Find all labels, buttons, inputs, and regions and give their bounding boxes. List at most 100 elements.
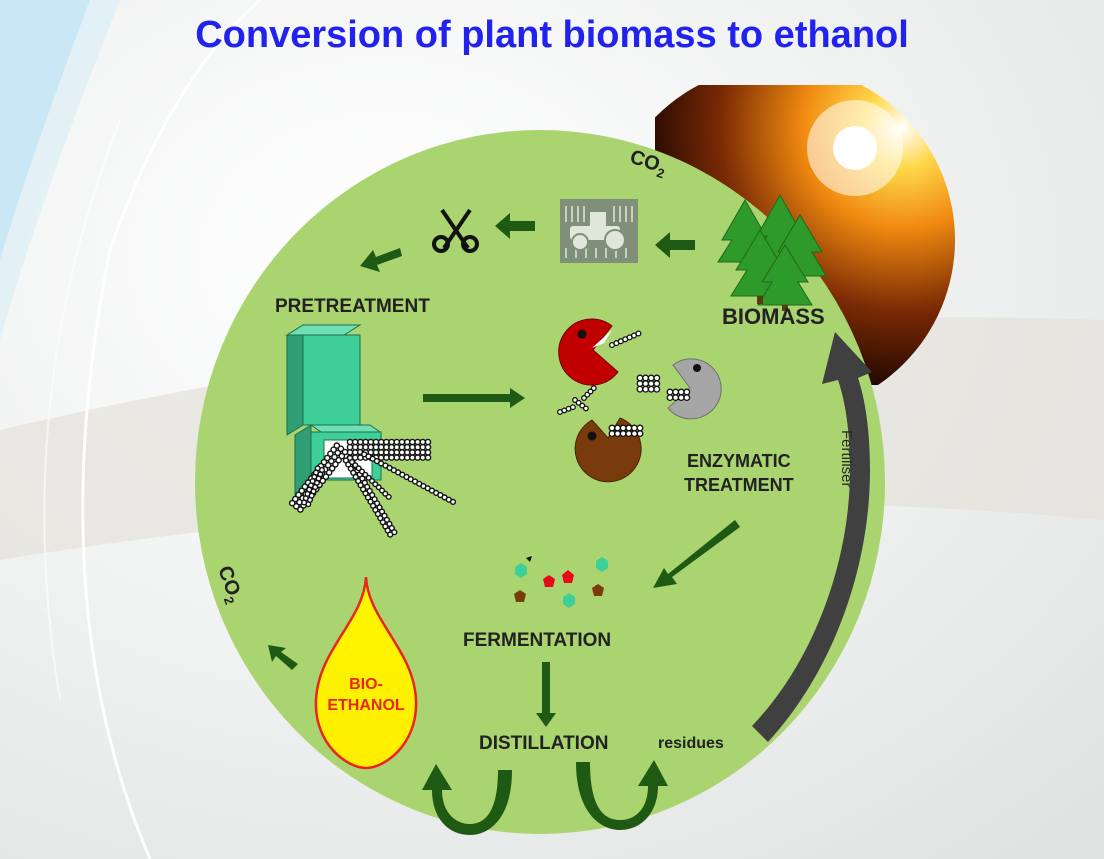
fiber-bead <box>683 388 691 396</box>
fiber-bead <box>377 438 385 446</box>
fiber-bead <box>393 438 401 446</box>
fiber-bead <box>630 430 638 438</box>
fiber-bead <box>642 385 650 393</box>
fiber-bead <box>424 449 432 456</box>
fiber-bead <box>653 385 661 393</box>
enzyme-substrate <box>557 330 691 438</box>
fiber-bead <box>642 380 650 388</box>
fiber-bead <box>647 380 655 388</box>
fiber-bead <box>372 443 380 451</box>
fiber-bead <box>653 380 661 388</box>
fiber-bead <box>630 424 638 432</box>
fiber-bead <box>414 438 421 446</box>
fiber-bead <box>419 438 427 446</box>
fiber-bead <box>357 438 364 446</box>
arrow-fermentation-to-distillation <box>536 662 556 727</box>
fiber-bead <box>424 454 432 461</box>
fiber-bead <box>419 454 427 461</box>
fiber-bead <box>297 506 304 513</box>
fiber-bead <box>388 449 395 456</box>
fiber-bead <box>383 454 390 461</box>
fiber-bead <box>377 443 385 451</box>
fiber-bead <box>333 442 341 449</box>
fiber-bead <box>328 465 336 472</box>
fiber-bead <box>325 469 333 476</box>
fertiliser-label-group: Fertiliser <box>838 430 855 488</box>
fiber-bead <box>346 443 354 451</box>
fiber-bead <box>403 443 411 451</box>
fiber-bead <box>383 438 390 446</box>
fiber-bead <box>292 502 300 510</box>
fiber-bead <box>672 388 680 396</box>
fiber-bead <box>332 460 339 468</box>
fiber-bead <box>393 449 401 456</box>
fiber-bead <box>409 443 416 451</box>
fiber-bead <box>403 454 411 461</box>
fiber-bead <box>449 498 457 506</box>
fiber-bead <box>331 453 338 461</box>
fiber-bead <box>575 399 582 406</box>
fiber-bead <box>403 438 411 446</box>
fiber-bead <box>414 443 421 451</box>
fertiliser-arrow <box>752 332 872 742</box>
fiber-bead <box>636 380 644 388</box>
fiber-bead <box>587 388 594 395</box>
fiber-bead <box>572 397 578 403</box>
arrows-top <box>360 213 695 272</box>
fiber-bead <box>409 438 416 446</box>
fiber-bead <box>377 449 385 456</box>
fiber-bead <box>327 457 335 465</box>
fiber-bead <box>322 473 330 481</box>
tractor-icon <box>560 199 638 263</box>
biomass-label: BIOMASS <box>722 304 825 329</box>
fiber-bead <box>608 430 616 438</box>
fiber-bead <box>385 493 392 500</box>
bioethanol-line1: BIO- <box>349 676 383 693</box>
fiber-bead <box>362 443 369 451</box>
fiber-bead <box>636 424 644 432</box>
sugar-molecules-icon <box>514 556 608 608</box>
fiber-bead <box>419 449 427 456</box>
fiber-bead <box>672 394 680 402</box>
fiber-bead <box>582 405 589 412</box>
fiber-bead <box>409 454 416 461</box>
fiber-bead <box>337 445 345 453</box>
fiber-bead <box>351 443 359 451</box>
fiber-bead <box>424 443 432 451</box>
fiber-bead <box>398 449 406 456</box>
fiber-bead <box>372 449 380 456</box>
residues-label: residues <box>658 735 724 752</box>
fiber-bead <box>298 487 306 495</box>
fiber-bead <box>398 454 406 461</box>
fiber-bead <box>569 404 576 411</box>
fiber-bead <box>393 454 401 461</box>
fiber-bead <box>614 430 622 438</box>
enzymatic-treatment-label: ENZYMATIC TREATMENT <box>684 451 794 496</box>
fiber-bead <box>351 438 359 446</box>
fiber-bead <box>372 438 380 446</box>
fiber-bead <box>653 374 661 382</box>
distillation-loop-arrows <box>422 760 668 835</box>
fiber-bead <box>398 443 406 451</box>
fiber-bead <box>608 424 616 432</box>
cellulose-fibers <box>288 438 457 538</box>
fiber-bead <box>403 449 411 456</box>
enzymatic-line1: ENZYMATIC <box>686 451 791 471</box>
enzymatic-line2: TREATMENT <box>684 475 794 495</box>
fiber-bead <box>383 443 390 451</box>
fiber-bead <box>666 394 674 402</box>
bioethanol-line2: ETHANOL <box>327 697 405 714</box>
page-title: Conversion of plant biomass to ethanol <box>195 14 909 56</box>
fiber-bead <box>636 374 644 382</box>
arrow-enzymatic-to-fermentation <box>653 520 740 588</box>
fiber-bead <box>388 443 395 451</box>
fiber-bead <box>409 449 416 456</box>
fiber-bead <box>338 452 346 460</box>
fiber-bead <box>677 388 685 396</box>
fiber-bead <box>388 454 395 461</box>
fermentation-label: FERMENTATION <box>463 630 612 651</box>
fiber-bead <box>341 448 349 456</box>
ethanol-drop-icon <box>314 576 418 770</box>
fiber-bead <box>636 385 644 393</box>
